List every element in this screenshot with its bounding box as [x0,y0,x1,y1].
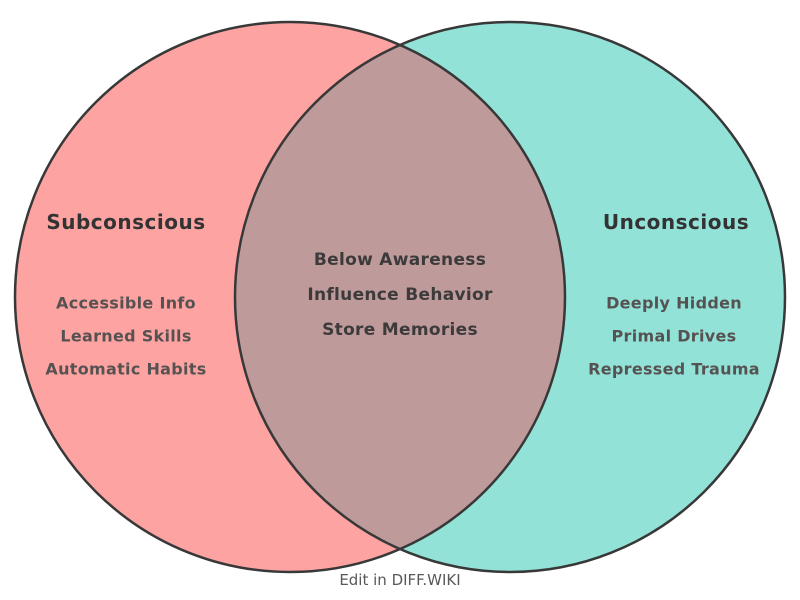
left-set-title: Subconscious [46,210,206,234]
diffwiki-edit-link[interactable]: Edit in DIFF.WIKI [339,571,461,589]
left-circle-outline [13,20,567,574]
overlap-item: Store Memories [322,320,478,340]
overlap-item: Influence Behavior [307,285,493,305]
left-set-item: Accessible Info [56,293,196,313]
right-set-item: Repressed Trauma [588,359,760,379]
left-set-item: Learned Skills [60,326,192,346]
right-set-title: Unconscious [602,210,750,234]
right-set-item: Primal Drives [611,326,737,346]
overlap-item: Below Awareness [313,250,487,270]
overlap-region [235,45,565,549]
right-set-item: Deeply Hidden [606,293,742,313]
left-set-item: Automatic Habits [45,359,207,379]
right-circle-outline [233,20,787,574]
